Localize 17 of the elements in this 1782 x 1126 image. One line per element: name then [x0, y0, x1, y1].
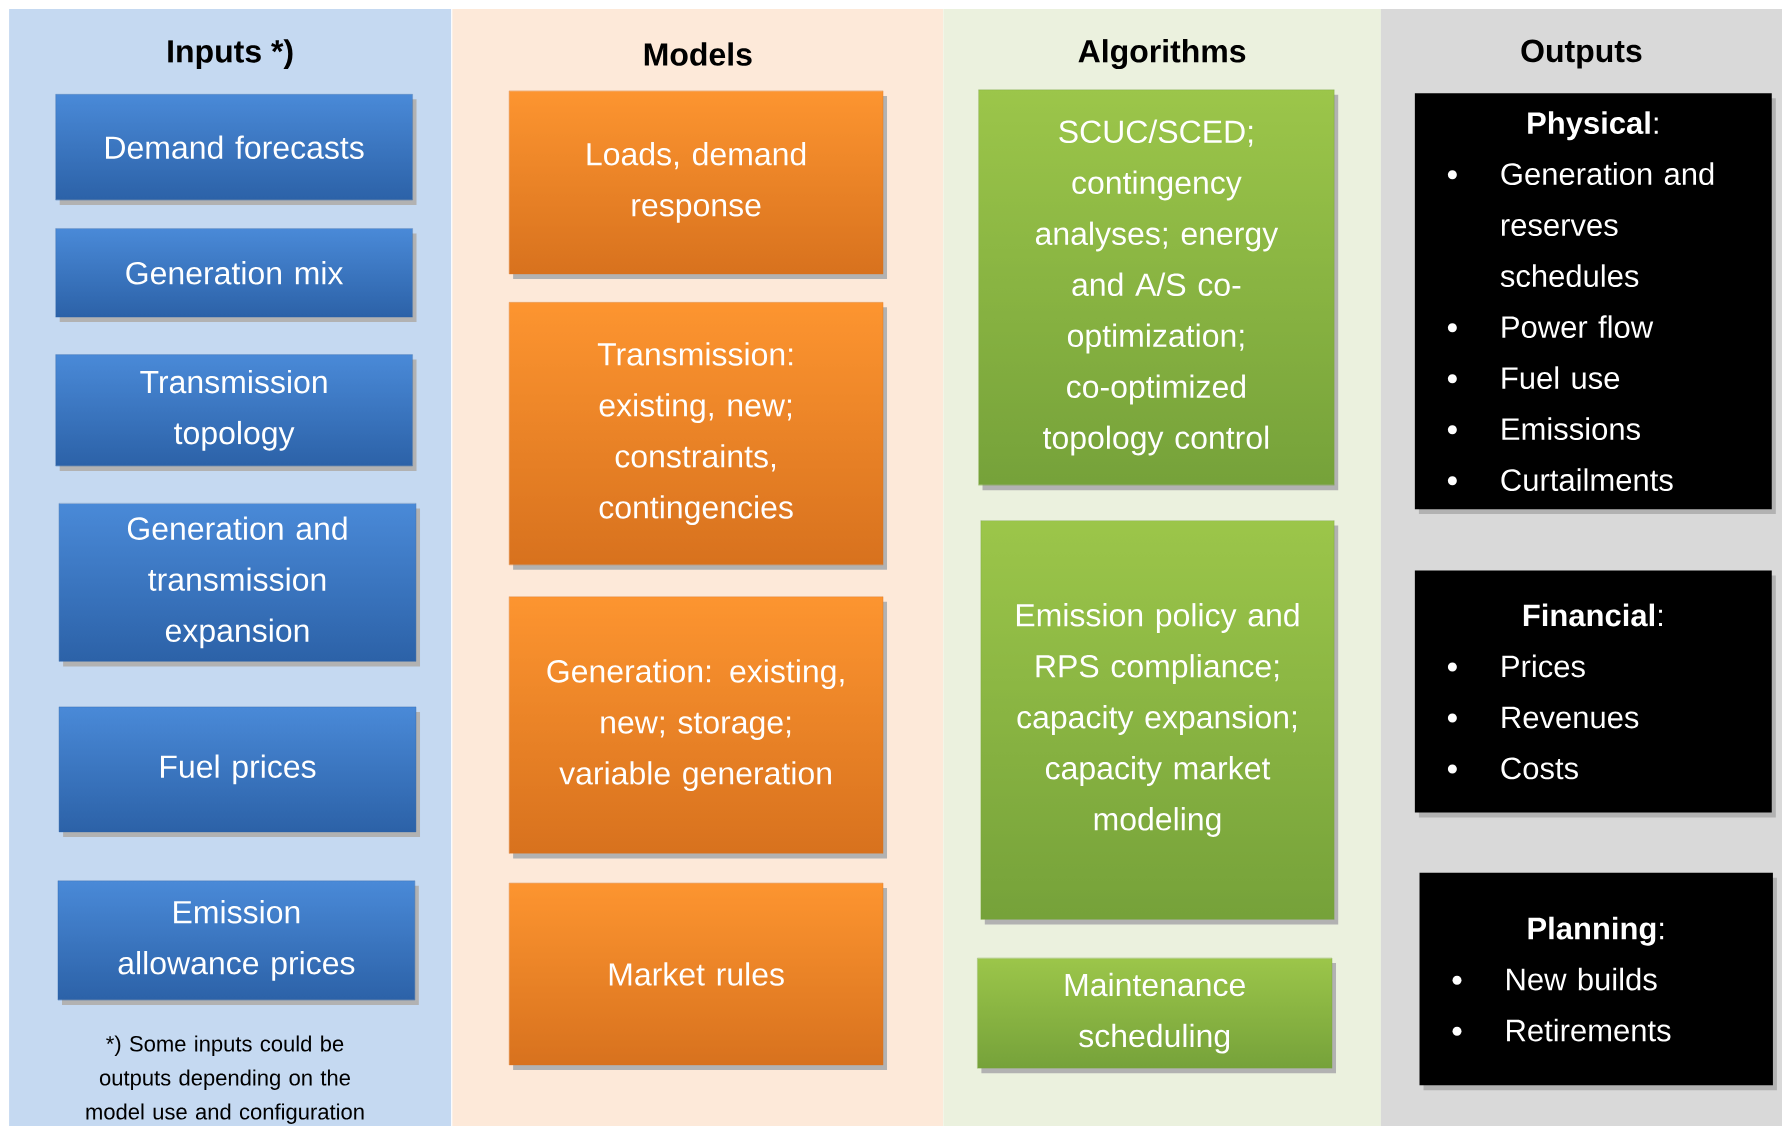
bullet-list-box: Financial: Prices Revenues Costs [1414, 570, 1776, 818]
text-box: Emission allowance prices [57, 880, 419, 1006]
text-box: SCUC/SCED; contingency analyses; energy and A/S co-optimization; co-optimized topology control [978, 89, 1339, 491]
text-box: Demand forecasts [55, 94, 417, 205]
text-box: Transmission topology [55, 354, 417, 471]
text-box: Fuel prices [58, 706, 420, 837]
text-box: Market rules [508, 882, 887, 1070]
bullet-list-box: Planning: New builds Retirements [1419, 872, 1777, 1091]
text-box: Generation and transmission expansion [58, 503, 420, 667]
text-box: Generation: existing, new; storage; variable generation [508, 596, 887, 859]
text-box: Loads, demand response [508, 90, 887, 279]
text-box: Transmission: existing, new; constraints, contingencies [508, 302, 887, 570]
bullet-list-box: Physical: Generation and reserves schedules Power flow Fuel use Emissions Curtailments [1414, 93, 1776, 515]
text-box: Maintenance scheduling [977, 957, 1336, 1074]
footnote: *) Some inputs could be outputs depending on the model use and configuration [86, 1035, 364, 1124]
text-box: Generation mix [55, 228, 417, 323]
text-box: Emission policy and RPS compliance; capacity expansion; capacity market modeling [980, 520, 1339, 925]
